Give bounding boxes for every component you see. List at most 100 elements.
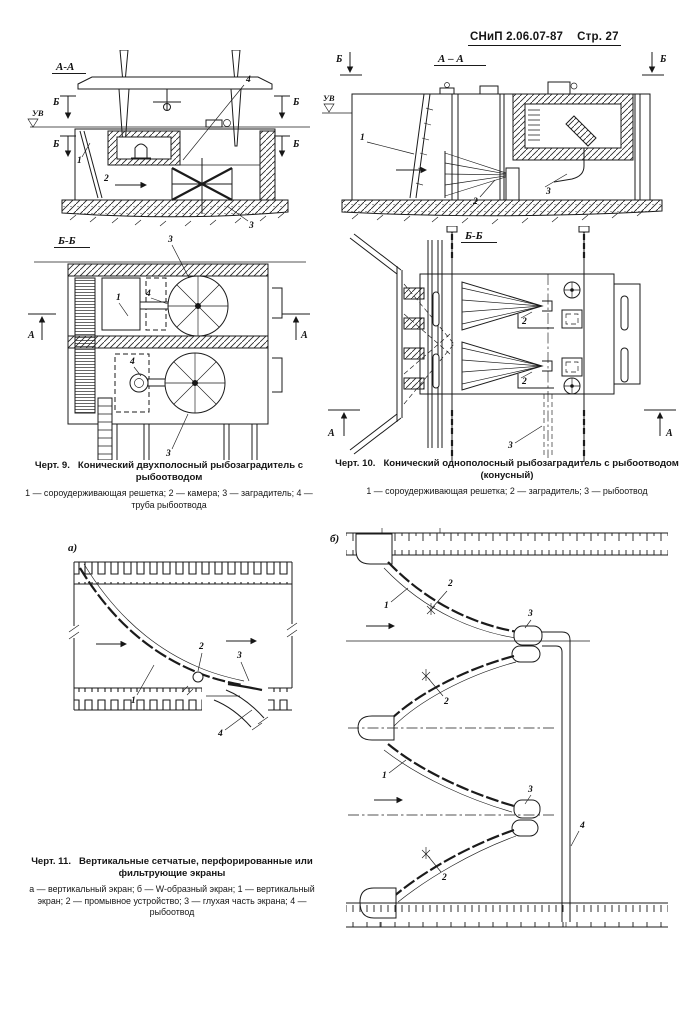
svg-text:4: 4 — [245, 75, 251, 85]
water-level-mark: УВ — [322, 93, 352, 114]
page-ref: Стр. 27 — [577, 31, 619, 43]
fig9-caption-number: Черт. 9. — [34, 460, 70, 471]
callout-2: 2 — [197, 642, 204, 672]
svg-text:2: 2 — [447, 579, 453, 589]
callout-1: 1 — [360, 133, 415, 155]
pier-top — [355, 533, 393, 565]
section-b-mark-left: Б — [335, 52, 362, 76]
fig11-caption: Черт. 11.Вертикальные сетчатые, перфорир… — [18, 856, 326, 919]
svg-text:3: 3 — [167, 235, 173, 245]
section-label-bb: Б-Б — [461, 230, 497, 243]
callout-3: 3 — [226, 205, 254, 230]
section-label-aa: А – А — [434, 53, 486, 66]
top-bank — [74, 561, 292, 585]
callout-3: 3 — [544, 173, 568, 197]
flow-arrows — [366, 622, 403, 804]
svg-text:1: 1 — [77, 156, 82, 166]
approach-walls — [349, 233, 455, 455]
callout-1: 1 — [116, 293, 129, 317]
callout-2-screen4: 2 — [421, 847, 447, 883]
svg-text:А: А — [327, 428, 335, 439]
fig11-caption-legend: а — вертикальный экран; б — W-образный э… — [29, 883, 315, 918]
svg-text:Б: Б — [659, 54, 667, 65]
svg-text:УВ: УВ — [323, 93, 335, 103]
fig9-caption-legend: 1 — сороудерживающая решетка; 2 — камера… — [25, 487, 313, 510]
conical-barrier — [171, 158, 233, 214]
svg-text:4: 4 — [145, 289, 151, 299]
doc-ref: СНиП 2.06.07-87 — [470, 31, 564, 43]
svg-text:Б-Б: Б-Б — [57, 235, 76, 247]
fig10-plan-bb-drawing: Б-Б — [327, 226, 676, 462]
svg-text:3: 3 — [527, 609, 533, 619]
ground-hatch — [341, 199, 663, 225]
chain-right — [578, 226, 590, 462]
fig9-plan-bb-drawing: Б-Б — [27, 235, 310, 460]
screen-1 — [383, 561, 543, 646]
section-b-marks-right: Б Б — [274, 95, 300, 156]
callout-3-junction1: 3 — [524, 609, 533, 629]
fig11a-drawing: а) — [68, 542, 298, 739]
svg-text:УВ: УВ — [32, 108, 44, 118]
svg-text:Б: Б — [292, 97, 300, 108]
callout-1-screen3: 1 — [382, 759, 407, 781]
svg-text:3: 3 — [236, 651, 242, 661]
bypass-channel — [206, 689, 269, 731]
hoist-fittings — [561, 281, 583, 395]
cone-barrier — [444, 151, 520, 201]
callout-4: 4 — [217, 709, 253, 739]
bottom-bank — [346, 902, 668, 928]
fishway-axis — [543, 274, 553, 458]
cone-upper — [461, 281, 554, 331]
plan-box — [419, 273, 641, 395]
svg-text:А: А — [27, 330, 35, 341]
svg-text:1: 1 — [382, 771, 387, 781]
svg-text:А-А: А-А — [55, 61, 74, 73]
callout-3: 3 — [507, 425, 543, 451]
cone-lower — [461, 341, 554, 391]
channel-edges — [68, 562, 298, 710]
bottom-bank — [74, 687, 292, 711]
structure-plan — [67, 263, 283, 425]
callout-4-pipe: 4 — [570, 821, 585, 847]
water-level-mark: УВ — [27, 108, 44, 128]
ground-hatch — [61, 199, 289, 227]
screen-3 — [383, 743, 541, 819]
svg-text:2: 2 — [472, 197, 478, 207]
svg-text:3: 3 — [545, 187, 551, 197]
callout-2-flow: 2 — [103, 174, 147, 189]
callout-2: 2 — [472, 179, 496, 207]
section-a-mark-right: А — [282, 314, 310, 341]
svg-text:Б-Б: Б-Б — [464, 230, 483, 242]
svg-text:2: 2 — [103, 174, 109, 184]
callout-4-upper: 4 — [145, 289, 169, 305]
callout-3: 3 — [236, 651, 250, 682]
fig9-section-aa-drawing: А-А УВ Б Б Б Б — [27, 50, 310, 230]
fig9-caption: Черт. 9. Конический двухполосный рыбозагр… — [18, 460, 320, 511]
svg-text:4: 4 — [579, 821, 585, 831]
callout-4: 4 — [182, 75, 251, 161]
svg-text:А – А: А – А — [437, 53, 464, 65]
callout-2-screen1: 2 — [426, 579, 453, 615]
callout-2-screen2: 2 — [421, 669, 449, 707]
vertical-screen — [79, 563, 263, 696]
outlet-pipe — [542, 631, 571, 922]
svg-text:4: 4 — [129, 357, 135, 367]
sublabel-a: а) — [68, 542, 77, 554]
fig11-caption-number: Черт. 11. — [31, 856, 71, 867]
support-legs — [97, 397, 258, 460]
callout-2-lower: 2 — [520, 371, 533, 387]
callout-3-top: 3 — [167, 235, 190, 279]
section-a-mark-left: А — [327, 410, 360, 439]
callout-3-bottom: 3 — [165, 413, 189, 459]
screen-4 — [391, 819, 539, 903]
page-header: СНиП 2.06.07-87 Стр. 27 — [468, 31, 621, 46]
barrier-wheel-upper — [139, 275, 229, 337]
svg-text:2: 2 — [443, 697, 449, 707]
section-a-mark-left: А — [27, 314, 56, 341]
svg-text:1: 1 — [116, 293, 121, 303]
fig11b-drawing: б) — [330, 528, 668, 928]
svg-text:А: А — [665, 428, 673, 439]
fig10-caption-title: Конический однополосный рыбозаградитель … — [383, 458, 679, 481]
screen-2 — [387, 645, 541, 727]
fig9-caption-title: Конический двухполосный рыбозаградитель … — [77, 460, 304, 483]
